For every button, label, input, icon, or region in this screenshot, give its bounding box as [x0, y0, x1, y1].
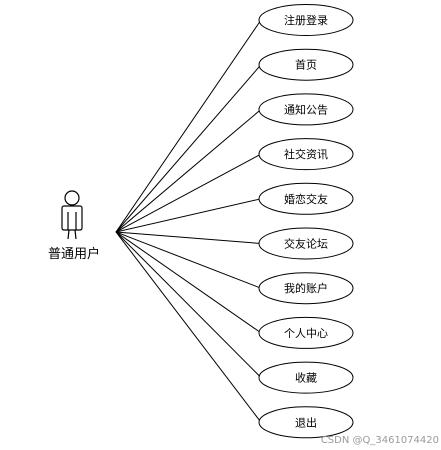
use-case: 个人中心 — [258, 316, 354, 349]
actor-figure — [61, 190, 83, 240]
use-case-label: 注册登录 — [284, 13, 328, 27]
use-case-ellipse — [258, 138, 354, 171]
actor-left-leg — [67, 229, 70, 240]
association-line — [115, 64, 262, 233]
watermark: CSDN @Q_3461074420 — [320, 435, 439, 446]
association-line — [115, 231, 262, 378]
use-case-label: 社交资讯 — [284, 147, 328, 161]
association-lines — [115, 19, 262, 423]
use-case-ellipse — [258, 316, 354, 349]
use-case: 首页 — [258, 48, 354, 81]
use-case-ellipse — [258, 406, 354, 439]
use-case: 社交资讯 — [258, 138, 354, 171]
association-line — [115, 231, 262, 289]
use-case-ellipse — [258, 227, 354, 260]
association-line — [115, 231, 262, 244]
association-line — [115, 231, 262, 423]
use-case-ellipse — [258, 272, 354, 305]
use-case-ellipse — [258, 182, 354, 215]
association-line — [115, 198, 262, 233]
use-case-ellipse — [258, 361, 354, 394]
use-case-label: 婚恋交友 — [284, 192, 328, 206]
use-case: 注册登录 — [258, 4, 354, 36]
use-case-label: 通知公告 — [284, 102, 328, 116]
actor-right-leg — [74, 229, 77, 240]
use-case-ellipse — [258, 4, 354, 36]
actor-torso — [61, 205, 83, 231]
use-case-ellipse — [258, 48, 354, 81]
actor-label: 普通用户 — [48, 246, 100, 262]
use-case: 我的账户 — [258, 272, 354, 305]
use-case-label: 交友论坛 — [284, 237, 328, 251]
use-case-ellipse — [258, 93, 354, 126]
use-case: 收藏 — [258, 361, 354, 394]
use-case-label: 个人中心 — [284, 327, 328, 340]
use-case-label: 退出 — [295, 415, 317, 429]
use-case-label: 我的账户 — [284, 281, 328, 295]
use-case: 通知公告 — [258, 93, 354, 126]
association-line — [115, 109, 262, 233]
association-line — [115, 153, 262, 233]
association-line — [115, 19, 262, 233]
actor-head — [64, 190, 80, 206]
use-case: 退出 — [258, 406, 354, 439]
use-case: 交友论坛 — [258, 227, 354, 260]
use-case: 婚恋交友 — [258, 182, 354, 215]
association-line — [115, 231, 262, 334]
use-case-label: 首页 — [295, 58, 317, 72]
use-case-label: 收藏 — [295, 371, 317, 385]
